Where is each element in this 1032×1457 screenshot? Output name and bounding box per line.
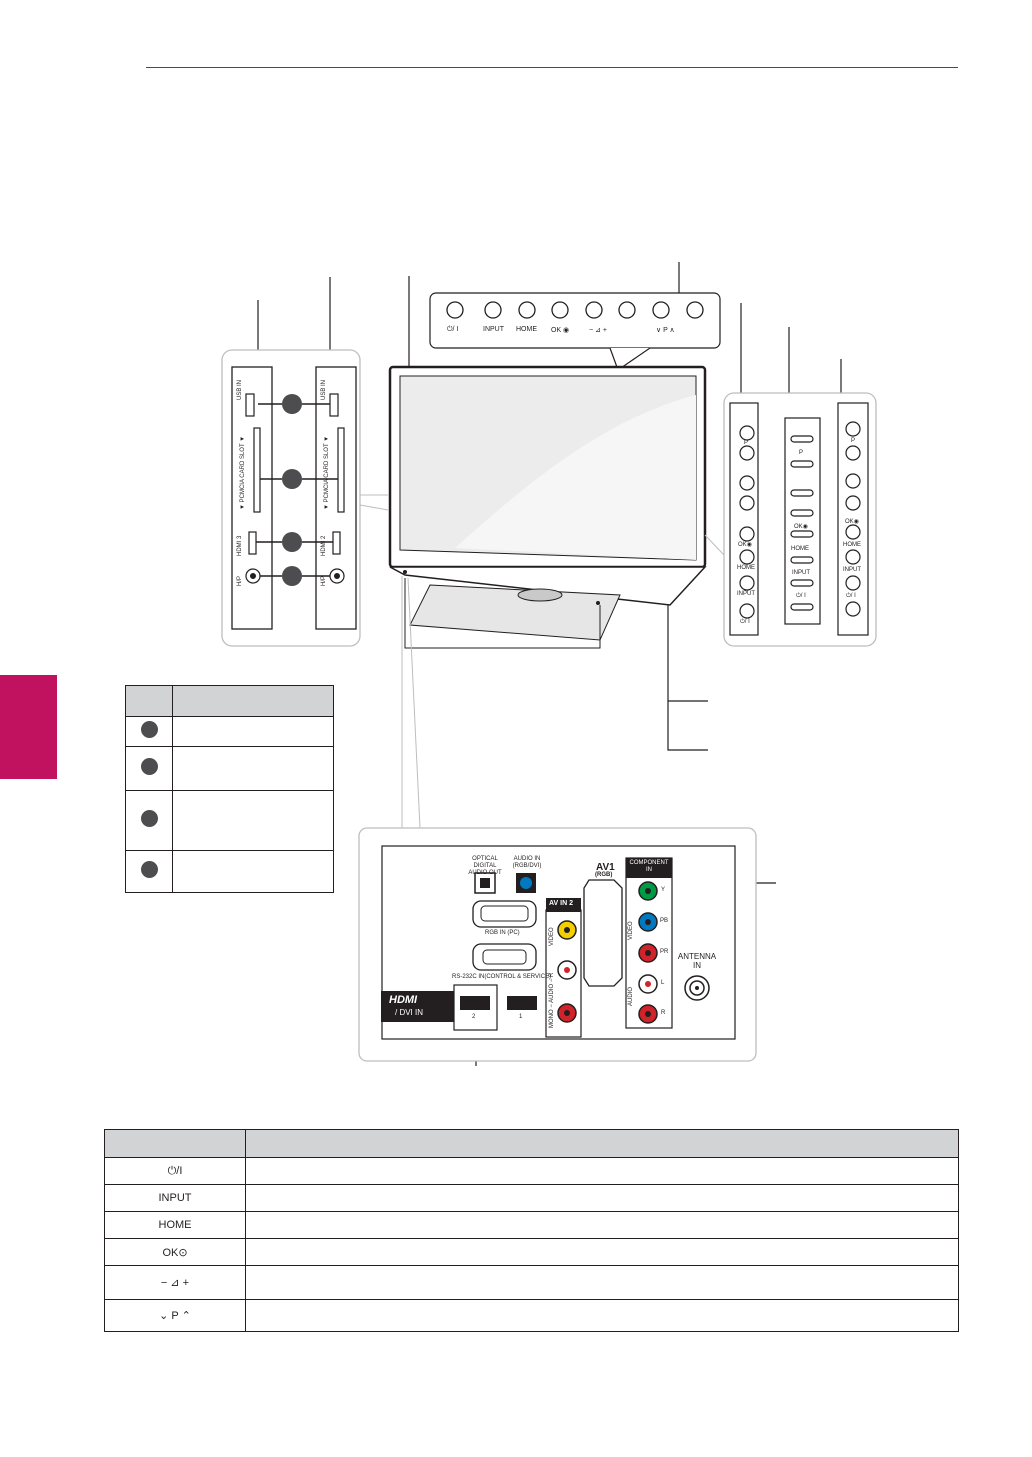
left-hp-label: H/P bbox=[237, 575, 243, 586]
top-program-label: ∨ P ∧ bbox=[656, 327, 675, 334]
legend-marker-3 bbox=[140, 809, 158, 827]
rs232-label: RS-232C IN(CONTROL & SERVICE) bbox=[452, 974, 552, 980]
btn-header-desc bbox=[245, 1129, 959, 1158]
hdmi-port-2-label: 2 bbox=[472, 1014, 476, 1020]
legend-desc-4 bbox=[172, 850, 334, 893]
component-video-label: VIDEO bbox=[628, 921, 634, 940]
comp-l-label: L bbox=[661, 980, 665, 986]
top-volume-label: − ⊿ + bbox=[589, 327, 607, 334]
panel-c-power-label: ⏻/ I bbox=[846, 593, 856, 599]
top-input-label: INPUT bbox=[483, 326, 504, 333]
btn-row-ok-desc bbox=[245, 1238, 959, 1266]
legend-desc-2 bbox=[172, 746, 334, 791]
btn-header-symbol bbox=[104, 1129, 246, 1158]
component-audio-label: AUDIO bbox=[628, 986, 634, 1006]
panel-a-input-label: INPUT bbox=[737, 591, 755, 597]
btn-row-program: ⌄ P ⌃ bbox=[104, 1299, 246, 1332]
top-ok-label: OK ◉ bbox=[551, 327, 570, 334]
legend-header-col2 bbox=[172, 685, 334, 717]
panel-a-home-label: HOME bbox=[737, 565, 755, 571]
left-usb-label: USB IN bbox=[237, 379, 243, 400]
top-home-label: HOME bbox=[516, 326, 537, 333]
legend-header-col1 bbox=[125, 685, 173, 717]
btn-row-home: HOME bbox=[104, 1211, 246, 1239]
panel-b-input-label: INPUT bbox=[792, 570, 810, 576]
panel-b-p-label: P bbox=[799, 450, 804, 456]
right-hp-label: H/P bbox=[321, 575, 327, 586]
panel-a-ok-label: OK◉ bbox=[738, 542, 752, 548]
top-power-label: ⏻/ I bbox=[447, 326, 459, 333]
right-hdmi-label: HDMI 2 bbox=[321, 535, 327, 556]
panel-a-power-label: ⏻/ I bbox=[740, 619, 750, 625]
right-pcmcia-label: ▼ PCMCIA CARD SLOT ▼ bbox=[324, 435, 330, 510]
legend-desc-1 bbox=[172, 716, 334, 747]
av1-label: AV1 bbox=[596, 862, 615, 873]
comp-y-label: Y bbox=[661, 887, 666, 893]
btn-row-power: ⏻/I bbox=[104, 1157, 246, 1185]
btn-row-power-desc bbox=[245, 1157, 959, 1185]
legend-marker-2 bbox=[140, 757, 158, 775]
panel-c-home-label: HOME bbox=[843, 542, 861, 548]
panel-b-power-label: ⏻/ I bbox=[796, 593, 806, 599]
btn-row-volume-desc bbox=[245, 1265, 959, 1300]
btn-row-home-desc bbox=[245, 1211, 959, 1239]
legend-marker-1 bbox=[140, 720, 158, 738]
left-pcmcia-label: ▼ PCMCIA CARD SLOT ▼ bbox=[240, 435, 246, 510]
panel-b-home-label: HOME bbox=[791, 546, 809, 552]
optical-out-label: OPTICAL DIGITAL AUDIO OUT bbox=[468, 856, 502, 876]
legend-desc-3 bbox=[172, 790, 334, 851]
panel-c-input-label: INPUT bbox=[843, 567, 861, 573]
left-hdmi-label: HDMI 3 bbox=[237, 535, 243, 556]
chapter-tab bbox=[0, 675, 57, 779]
panel-b-ok-label: OK◉ bbox=[794, 524, 808, 530]
btn-row-input: INPUT bbox=[104, 1184, 246, 1212]
panel-c-p-label: P bbox=[851, 438, 856, 444]
component-in-label: COMPONENT IN bbox=[629, 860, 669, 873]
av2-audio-label: MONO − AUDIO − R bbox=[549, 972, 555, 1028]
connector-legend-table bbox=[125, 685, 334, 893]
panel-c-ok-label: OK◉ bbox=[845, 519, 859, 525]
rgb-in-label: RGB IN (PC) bbox=[485, 930, 520, 936]
btn-row-ok: OK⊙ bbox=[104, 1238, 246, 1266]
legend-marker-4 bbox=[140, 860, 158, 878]
panel-a-p-label: P bbox=[744, 440, 749, 446]
comp-pb-label: PB bbox=[660, 918, 669, 924]
btn-row-volume: − ⊿ + bbox=[104, 1265, 246, 1300]
comp-pr-label: PR bbox=[660, 949, 669, 955]
hdmi-logo: HDMI bbox=[389, 994, 418, 1006]
header-rule bbox=[146, 67, 958, 68]
antenna-in-label: ANTENNA IN bbox=[677, 952, 717, 970]
audio-in-label: AUDIO IN (RGB/DVI) bbox=[512, 856, 542, 869]
av2-video-label: VIDEO bbox=[549, 927, 555, 946]
av-in-2-label: AV IN 2 bbox=[549, 900, 573, 907]
btn-row-program-desc bbox=[245, 1299, 959, 1332]
dvi-in-label: / DVI IN bbox=[395, 1008, 424, 1017]
btn-row-input-desc bbox=[245, 1184, 959, 1212]
comp-r-label: R bbox=[661, 1010, 666, 1016]
hdmi-port-1-label: 1 bbox=[519, 1014, 523, 1020]
av1-rgb-label: (RGB) bbox=[595, 872, 613, 878]
button-description-table: ⏻/I INPUT HOME OK⊙ − ⊿ + ⌄ P ⌃ bbox=[104, 1129, 959, 1332]
tv-illustration bbox=[221, 262, 877, 1066]
right-usb-label: USB IN bbox=[321, 379, 327, 400]
